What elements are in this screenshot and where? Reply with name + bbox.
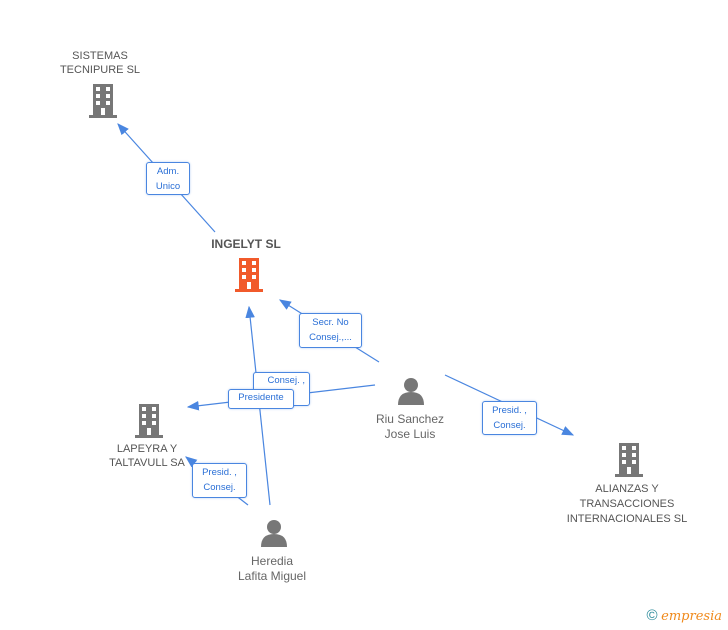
name-line: TRANSACCIONES	[579, 498, 675, 510]
label-line: Consej.	[203, 482, 236, 493]
label-line: Presid. ,	[202, 467, 237, 478]
empresia-logo: © empresia	[646, 607, 722, 624]
name-line: TALTAVULL SA	[109, 457, 185, 469]
label-line: Consej. ,	[267, 375, 306, 386]
brand-initial: e	[661, 609, 669, 624]
label-line: Consej.	[493, 420, 526, 431]
building-icon[interactable]	[233, 258, 265, 292]
node-alianzas-label[interactable]: ALIANZAS Y TRANSACCIONES INTERNACIONALES S…	[567, 482, 687, 527]
edge-label-adm-unico[interactable]: Adm. Unico	[146, 162, 190, 195]
label-line: Presid. ,	[492, 405, 527, 416]
name-line: Lafita Miguel	[237, 569, 307, 583]
brand-name: mpresia	[668, 609, 722, 624]
name-line: Jose Luis	[384, 427, 436, 441]
name-line: TECNIPURE SL	[59, 64, 141, 76]
building-icon[interactable]	[87, 84, 119, 118]
name-line: Heredia	[250, 554, 294, 568]
label-line: Adm.	[156, 166, 180, 177]
edge-label-secr[interactable]: Secr. No Consej.,...	[299, 313, 362, 348]
person-icon[interactable]	[397, 377, 425, 405]
label-line: Unico	[155, 181, 181, 192]
name-line: ALIANZAS Y	[595, 483, 659, 495]
label-line: Secr. No	[312, 317, 349, 328]
node-ingelyt-label[interactable]: INGELYT SL	[211, 237, 281, 251]
node-lapeyra-label[interactable]: LAPEYRA Y TALTAVULL SA	[109, 442, 185, 470]
name-line: SISTEMAS	[72, 50, 128, 62]
person-icon[interactable]	[260, 519, 288, 547]
name-line: INTERNACIONALES SL	[566, 513, 688, 525]
name-line: LAPEYRA Y	[116, 443, 178, 455]
building-icon[interactable]	[613, 443, 645, 477]
edge-label-riu-alianzas[interactable]: Presid. , Consej.	[482, 401, 537, 435]
label-line: Presidente	[238, 392, 284, 403]
edge-label-heredia-lapeyra[interactable]: Presid. , Consej.	[192, 463, 247, 498]
copyright-icon: ©	[646, 607, 658, 624]
edge-label-presidente[interactable]: Presidente	[228, 389, 294, 409]
node-sistemas-label[interactable]: SISTEMAS TECNIPURE SL	[60, 49, 140, 77]
building-icon[interactable]	[133, 404, 165, 438]
name-line: Riu Sanchez	[375, 412, 445, 426]
label-line: Consej.,...	[309, 332, 352, 343]
